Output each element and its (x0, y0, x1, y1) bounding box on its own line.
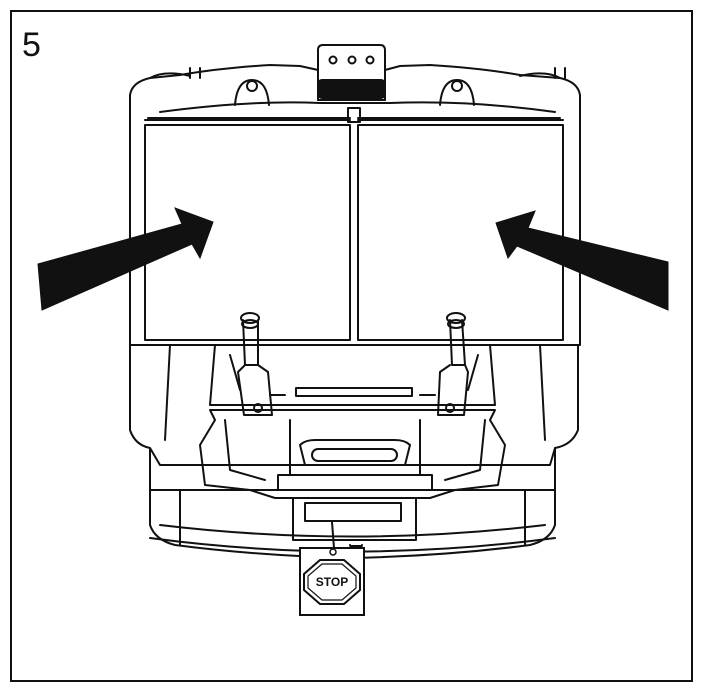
right-arrow-icon (495, 210, 669, 311)
center-clip (347, 107, 361, 123)
lower-base (129, 344, 579, 559)
left-panel (144, 119, 351, 341)
step-number: 5 (22, 26, 41, 64)
stop-octagon (303, 559, 361, 605)
cross-bar (295, 387, 413, 397)
right-latch-lever (419, 312, 479, 416)
right-panel (357, 119, 564, 341)
top-hinge (317, 44, 386, 101)
handle-tray (199, 409, 506, 499)
housing-outline (129, 64, 581, 346)
stop-tag: STOP (299, 547, 365, 616)
bottom-slot (292, 497, 417, 541)
left-arrow-icon (37, 207, 214, 311)
stop-tag-text: STOP (316, 575, 348, 589)
figure-frame (10, 10, 693, 682)
left-latch-lever (229, 312, 286, 416)
